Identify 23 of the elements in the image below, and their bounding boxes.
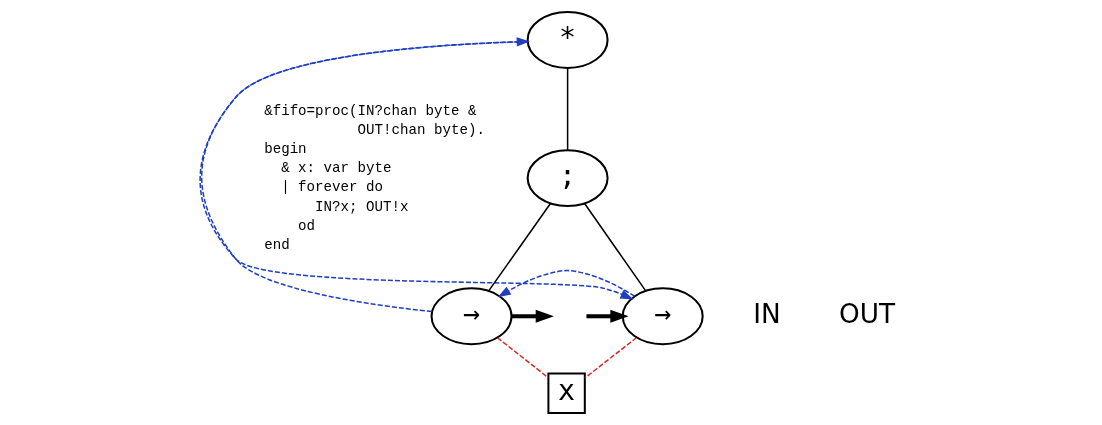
arrow: [198, 40, 634, 300]
node-ellipse: *: [526, 10, 609, 69]
label: & x: var byte: [280, 160, 392, 177]
connector: [487, 202, 551, 292]
label: IN: [752, 298, 781, 329]
label: end: [263, 237, 290, 254]
label: &fifo=proc(IN?chan byte &: [263, 102, 477, 119]
label: od: [297, 217, 315, 234]
label: IN?x; OUT!x: [314, 198, 409, 215]
label: | forever do: [280, 179, 383, 196]
connector: [583, 337, 637, 379]
arrow: [200, 37, 530, 313]
connector: [583, 202, 646, 292]
arrow: [511, 309, 554, 323]
connector: [566, 67, 568, 151]
connector: [496, 337, 549, 379]
node-ellipse: ;: [526, 149, 609, 208]
label: begin: [263, 141, 307, 158]
arrow: [585, 309, 629, 323]
label: OUT!chan byte).: [357, 121, 485, 138]
label: OUT: [838, 298, 895, 329]
node-box: x: [546, 372, 586, 414]
arrow: [497, 269, 635, 298]
